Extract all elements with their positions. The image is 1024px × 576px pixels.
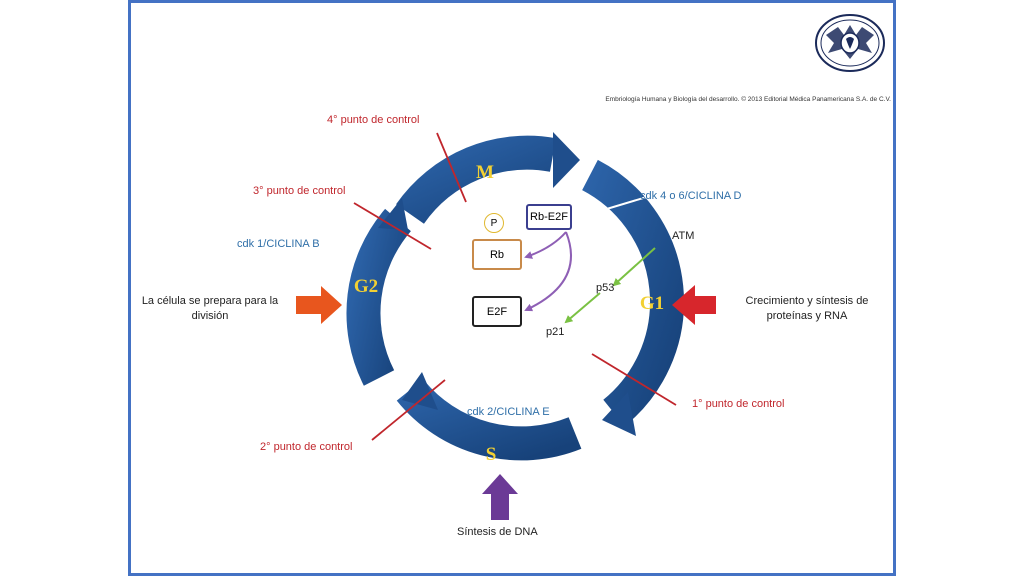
input-arrow-left	[296, 286, 342, 324]
input-arrow-right	[672, 285, 716, 325]
bottom-input-label: Síntesis de DNA	[457, 526, 538, 538]
cdk1-label: cdk 1/CICLINA B	[237, 238, 320, 250]
checkpoint-2-label: 2° punto de control	[260, 441, 353, 453]
arc-g2-m	[396, 135, 557, 225]
phase-m-label: M	[476, 162, 494, 183]
arrow-rbe2f-to-e2f	[524, 231, 572, 312]
phosphate-circle: P	[484, 213, 504, 233]
university-seal-icon	[815, 14, 885, 72]
cdk2-label: cdk 2/CICLINA E	[467, 406, 550, 418]
p53-label: p53	[596, 282, 615, 294]
right-input-label: Crecimiento y síntesis de proteínas y RN…	[745, 295, 869, 322]
e2f-box: E2F	[472, 296, 522, 327]
checkpoint-4-label: 4° punto de control	[327, 114, 420, 126]
slide-frame: Embriología Humana y Biología del desarr…	[128, 0, 896, 576]
phase-g1-label: G1	[640, 293, 664, 314]
checkpoint-lines	[353, 132, 677, 441]
p21-label: p21	[546, 326, 565, 338]
checkpoint-4-line	[436, 132, 467, 203]
checkpoint-1-line	[591, 353, 677, 406]
arc-g1-s	[396, 379, 582, 461]
rb-box: Rb	[472, 239, 522, 270]
arc-s-g2	[346, 208, 412, 386]
rb-e2f-box: Rb-E2F	[526, 204, 572, 230]
checkpoint-2-line	[371, 379, 446, 441]
checkpoint-3-label: 3° punto de control	[253, 185, 346, 197]
left-input-label: La célula se prepara para la división	[141, 295, 279, 322]
input-arrow-bottom	[482, 474, 518, 520]
checkpoint-1-label: 1° punto de control	[692, 398, 785, 410]
cdk46-label: cdk 4 o 6/CICLINA D	[640, 190, 742, 202]
credit-text: Embriología Humana y Biología del desarr…	[605, 96, 891, 103]
arrow-cdk46-to-rbe2f	[588, 195, 651, 217]
atm-label: ATM	[672, 230, 695, 242]
phase-s-label: S	[486, 444, 497, 465]
phase-g2-label: G2	[354, 276, 378, 297]
arrow-p53-to-p21	[564, 292, 601, 324]
arrow-rbe2f-to-rb	[524, 231, 567, 259]
checkpoint-3-line	[353, 202, 432, 250]
arrow-atm-to-p53	[612, 247, 656, 287]
